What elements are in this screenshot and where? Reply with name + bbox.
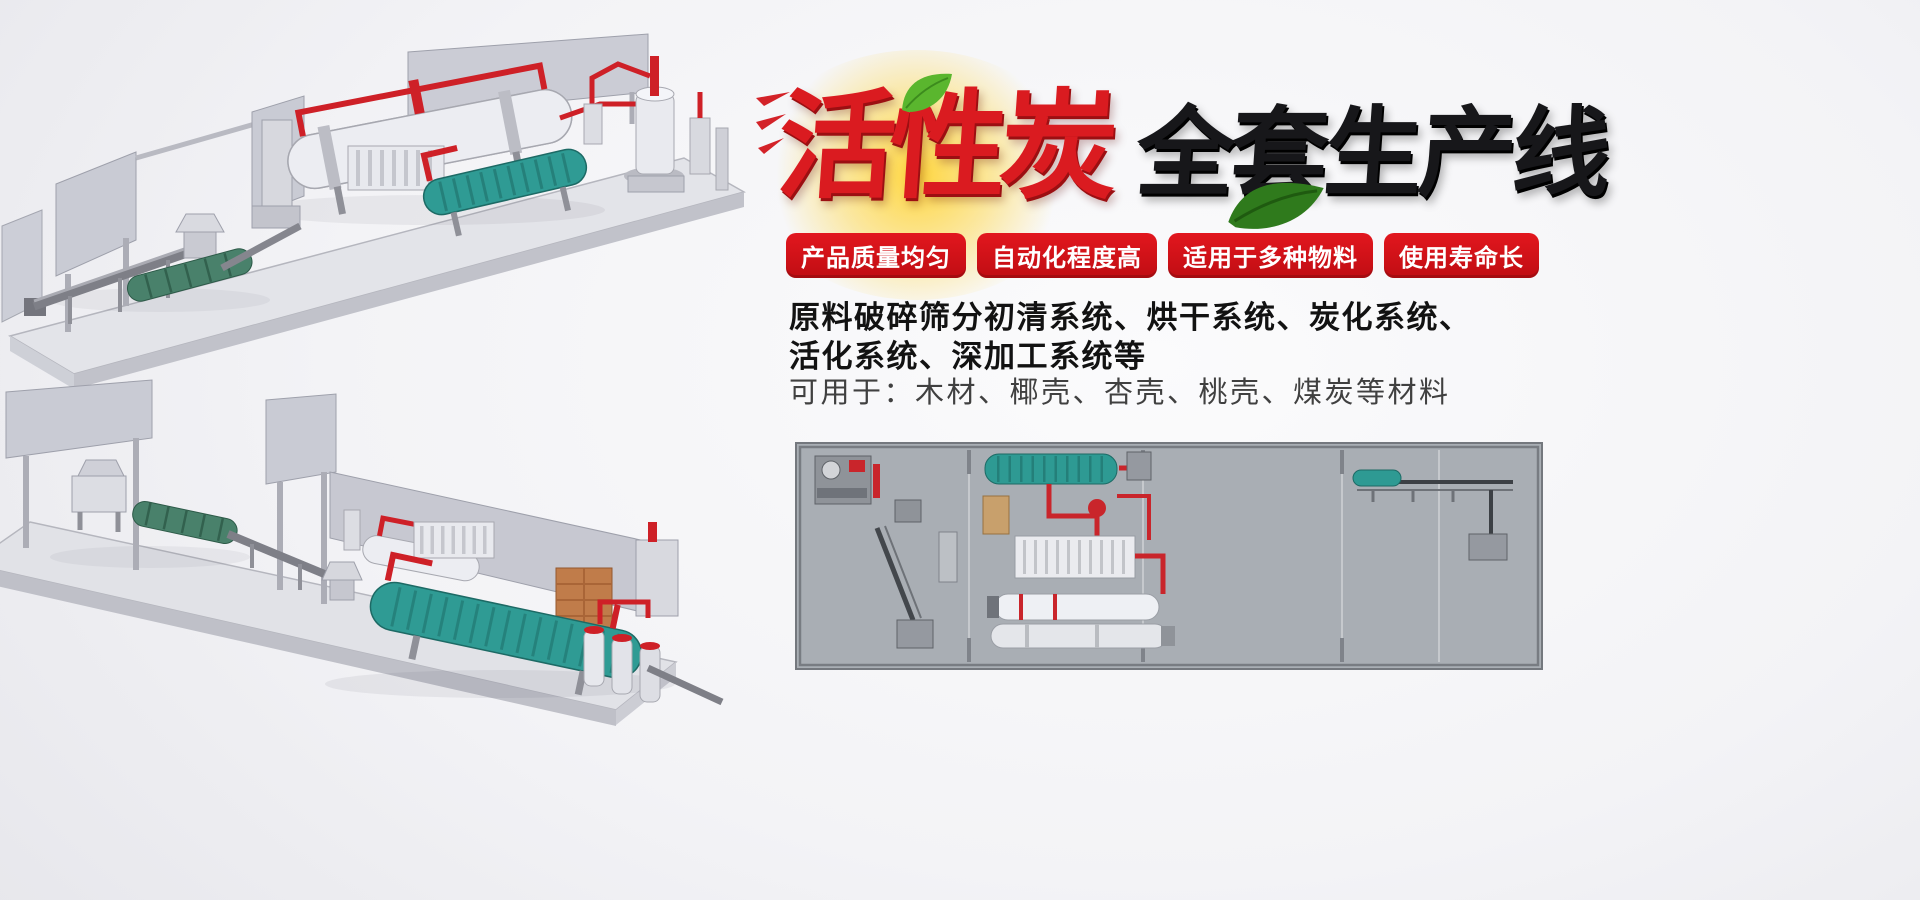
elevator-conveyor [874,499,958,649]
finned-cooler [413,521,495,559]
feature-badges: 产品质量均匀 自动化程度高 适用于多种物料 使用寿命长 [786,233,1539,278]
feed-hopper [175,213,225,259]
canopy-panel-mid [265,393,337,604]
transfer-conveyor [220,222,302,272]
title-block: 活性炭全套生产线 [752,50,1610,300]
finned-exchanger [1014,535,1166,594]
discharge-conveyor [646,664,724,706]
transfer-conveyor [226,530,336,590]
platform [8,157,746,388]
carbonization-drum [984,451,1152,485]
system-description-line2: 活化系统、深加工系统等 [789,339,1147,374]
feature-badge-materials: 适用于多种物料 [1168,233,1373,278]
dust-collector [583,56,729,193]
brick-stack [982,495,1010,535]
brick-furnace [555,567,613,629]
production-line-render-top [1,33,746,388]
feature-badge-lifespan: 使用寿命长 [1384,233,1539,278]
feature-badge-automation: 自动化程度高 [977,233,1157,278]
standpipe [343,509,361,551]
rotary-dryer [990,623,1175,649]
leaf-icon [1228,182,1324,229]
packing-conveyor [1352,469,1513,561]
layout-diagram-panel [795,442,1543,670]
activation-drum [420,144,588,237]
layout-diagram [797,444,1541,668]
screening-drum [132,500,238,545]
feed-hopper [321,561,363,601]
feature-badge-quality: 产品质量均匀 [786,233,966,278]
speed-lines-icon [756,92,790,154]
rotary-cooler [987,593,1160,621]
system-description: 原料破碎筛分初清系统、烘干系统、炭化系统、 活化系统、深加工系统等 [789,298,1472,376]
usage-description: 可用于：木材、椰壳、杏壳、桃壳、煤炭等材料 [789,377,1451,409]
system-description-line1: 原料破碎筛分初清系统、烘干系统、炭化系统、 [789,300,1472,335]
red-piping [1046,484,1151,540]
leaf-icon [902,73,952,112]
crusher-unit [814,455,880,505]
screening-drum [126,248,253,302]
production-line-render-bottom [0,379,724,726]
bucket-elevator [251,95,305,229]
feed-crusher [71,459,127,532]
canopy-panel-left [5,379,153,570]
title-black-text: 全套生产线 [1132,98,1611,208]
